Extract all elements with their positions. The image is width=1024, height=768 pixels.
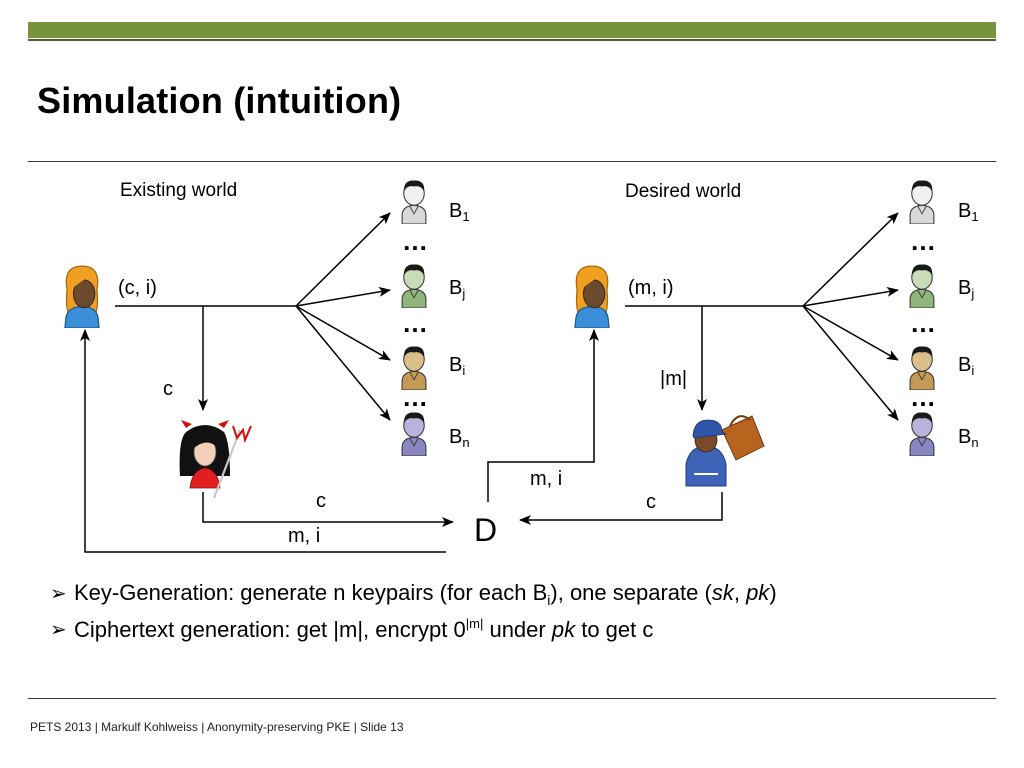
ellipsis: … [910,226,937,256]
bullet-ciphertext-generation: ➢ Ciphertext generation: get |m|, encryp… [50,616,654,642]
right-message-label: (m, i) [628,277,674,299]
ellipsis: … [910,308,937,338]
sender-person-icon [64,265,100,328]
devil-adversary-icon [179,420,252,499]
right-c-label: c [646,491,656,513]
right-length-label: |m| [660,368,688,390]
adversary-to-d-arrow [202,492,454,527]
sender-person-icon [574,265,610,328]
ellipsis: … [402,226,429,256]
left-c-label: c [163,378,173,400]
receiver-label-bi: Bi [958,354,975,378]
left-message-label: (c, i) [118,277,157,299]
accent-bar-underline [28,39,996,41]
receiver-label-bn: Bn [958,426,979,450]
right-mi-label: m, i [530,468,563,490]
receiver-label-bj: Bj [958,277,975,301]
bullet-list: ➢ Key-Generation: generate n keypairs (f… [50,580,777,652]
ellipsis: … [910,382,937,412]
receiver-person-icon [401,411,427,456]
bullet-arrow-icon: ➢ [50,583,67,605]
receiver-person-icon [909,263,935,308]
d-to-sender-arrow [80,329,446,553]
fan-arrow-bn [802,305,899,421]
simulator-to-d-arrow [519,492,723,525]
receiver-label-bn: Bn [449,426,470,450]
receiver-person-icon [401,179,427,224]
slide-footer: PETS 2013 | Markulf Kohlweiss | Anonymit… [30,720,404,734]
d-to-sender-arrow [487,329,599,502]
receiver-label-bi: Bi [449,354,466,378]
existing-world-heading: Existing world [120,180,238,201]
receiver-person-icon [909,179,935,224]
fan-arrow-bi [802,305,899,361]
bullet-key-generation: ➢ Key-Generation: generate n keypairs (f… [50,580,777,608]
fan-arrow-b1 [802,212,899,307]
left-bottom-c-label: c [316,490,326,512]
fan-arrow-bj [802,286,899,307]
right-world [487,179,935,525]
fan-arrow-bn [295,305,391,421]
ellipsis: … [402,382,429,412]
accent-bar [28,22,996,38]
left-bottom-mi-label: m, i [288,525,321,547]
fan-arrow-bj [295,286,391,307]
distinguisher-label: D [474,512,498,548]
worker-toolbox-icon [685,415,765,487]
receiver-label-b1: B1 [449,200,470,224]
ellipsis: … [402,308,429,338]
fan-arrow-bi [295,305,391,361]
receiver-label-b1: B1 [958,200,979,224]
receiver-person-icon [401,263,427,308]
receiver-person-icon [909,411,935,456]
footer-divider [28,698,996,699]
fan-arrow-b1 [295,212,391,307]
bullet-arrow-icon: ➢ [50,619,67,641]
desired-world-heading: Desired world [625,181,742,202]
receiver-label-bj: Bj [449,277,466,301]
slide-title: Simulation (intuition) [37,80,402,121]
left-world [64,179,454,553]
title-divider [28,161,996,162]
